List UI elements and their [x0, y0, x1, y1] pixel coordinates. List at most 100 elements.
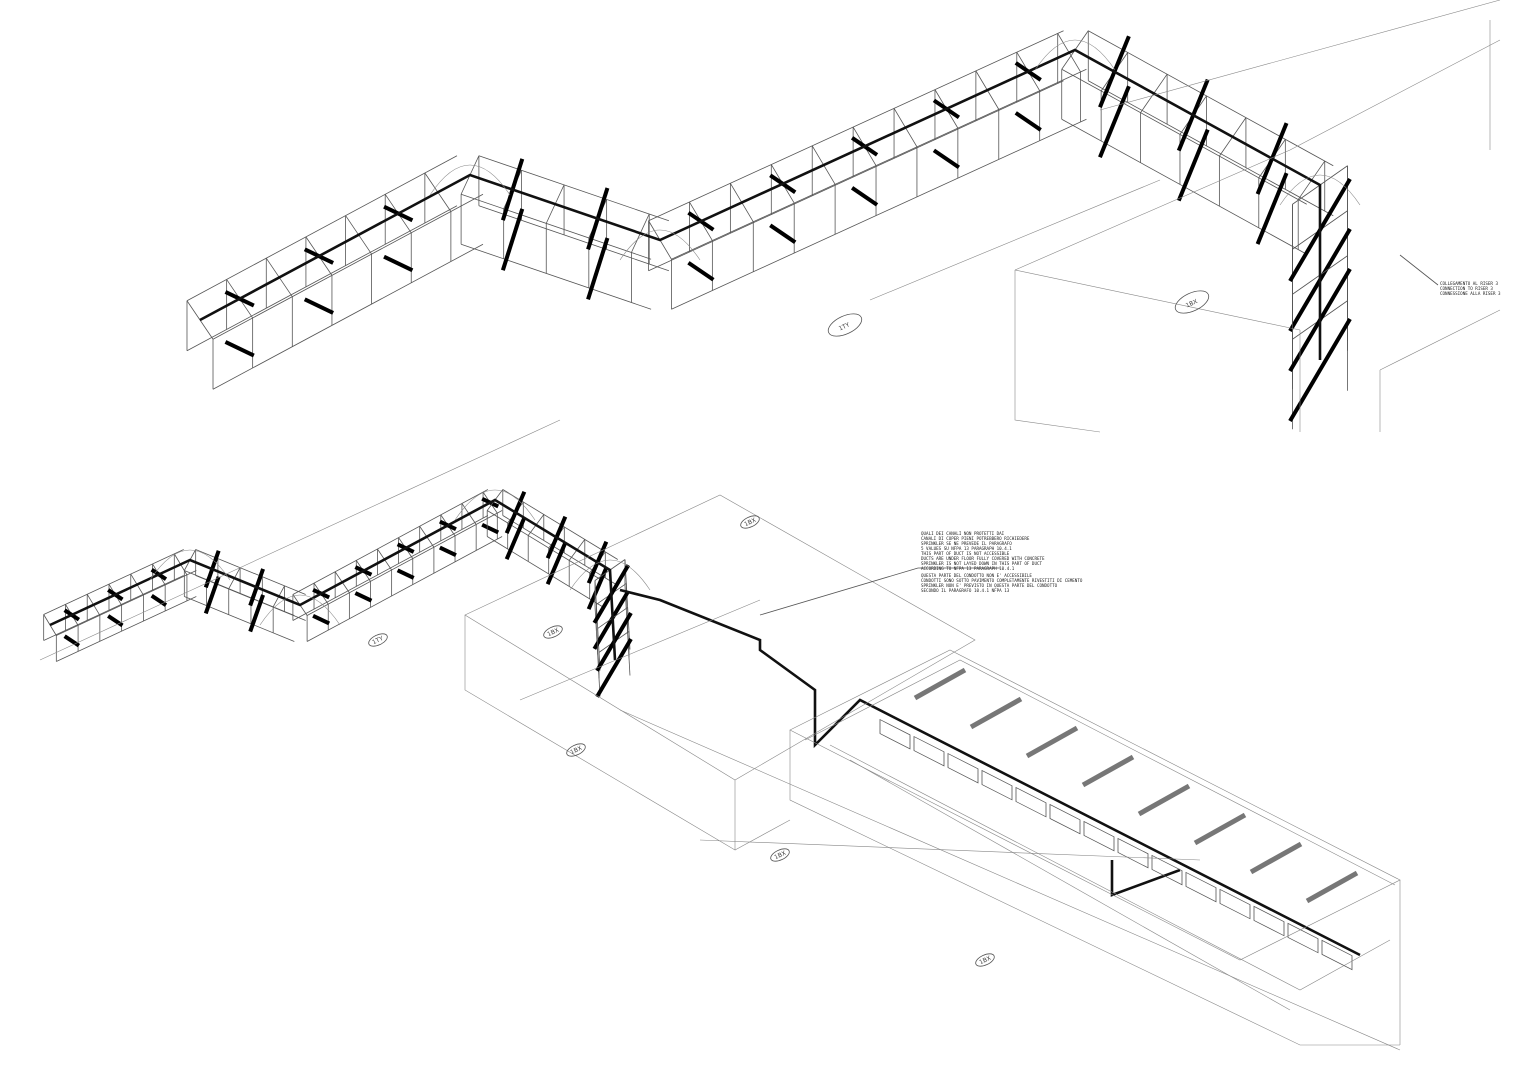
- support-bar: [248, 594, 265, 633]
- duct-edge: [186, 205, 458, 352]
- trench-frame: [1049, 803, 1081, 835]
- duct-edge: [184, 596, 295, 642]
- tag-label: 1BX: [546, 627, 560, 638]
- support-bar: [1098, 85, 1131, 158]
- trench-frame: [1117, 837, 1149, 869]
- duct-edge: [478, 205, 670, 272]
- support-bar: [438, 545, 457, 557]
- duct-edge: [648, 80, 1064, 272]
- lower-isometric-view: [43, 489, 1361, 971]
- upper-building-outline: [869, 0, 1501, 433]
- note-line: CONNECTION TO RISER 3: [1440, 286, 1493, 291]
- lower-building-outline: [39, 419, 1401, 1051]
- tag-label: 1BX: [978, 955, 992, 966]
- duct-edge: [460, 243, 652, 310]
- support-bar: [150, 594, 168, 607]
- note-line: CONNESSIONE ALLA RISER 3: [1440, 291, 1501, 296]
- trench-frame: [913, 735, 945, 767]
- note-line: SECONDO IL PARAGRAFO 10.4.1 NFPA 13: [921, 588, 1010, 593]
- support-bar: [354, 591, 373, 603]
- support-bar: [595, 638, 633, 698]
- duct-bend: [619, 229, 701, 261]
- note-line: CONDOTTI SONO SOTTO PAVIMENTO COMPLETAME…: [921, 578, 1083, 583]
- note-line: COLLEGAMENTO AL RISER 3: [1440, 281, 1498, 286]
- tag-label: 1BX: [569, 745, 583, 756]
- support-bar: [586, 237, 610, 301]
- duct-edge: [1088, 30, 1334, 167]
- duct-edge: [671, 118, 1087, 310]
- duct-edge: [212, 193, 484, 340]
- duct-bend: [569, 559, 651, 591]
- note-line: QUESTA PARTE DEL CONDOTTO NON E' ACCESSI…: [921, 573, 1032, 578]
- tag-label: 1BX: [773, 850, 787, 861]
- duct-edge: [460, 193, 652, 260]
- support-bar: [592, 590, 631, 650]
- duct-edge: [478, 155, 670, 222]
- duct-edge: [212, 243, 484, 390]
- support-bar: [303, 297, 334, 315]
- support-bar: [932, 148, 961, 170]
- trench-frame: [1253, 905, 1285, 937]
- support-bar: [312, 613, 331, 626]
- trench-frame: [1083, 820, 1115, 852]
- duct-edge: [292, 489, 489, 595]
- support-bar: [481, 522, 500, 535]
- support-bar: [107, 614, 124, 628]
- trench-frame: [1219, 888, 1251, 920]
- duct-bend: [454, 489, 536, 521]
- duct-edge: [56, 570, 197, 636]
- trench-crossbeam: [1025, 725, 1079, 759]
- trench-frame: [981, 769, 1013, 801]
- grid-tag: [975, 953, 995, 967]
- duct-edge: [1088, 80, 1334, 217]
- grid-tag: [566, 743, 586, 757]
- duct-edge: [186, 155, 458, 302]
- note-line: ACCORDING TO NFPA 13 PARAGRAPH 10.4.1: [921, 566, 1015, 571]
- duct-edge: [43, 549, 184, 615]
- note-line: CANALI DI COPER PIENI POTREBBERO RICHIED…: [921, 536, 1030, 541]
- trench-crossbeam: [1193, 812, 1247, 846]
- trench-frame: [879, 718, 911, 750]
- duct-edge: [648, 30, 1064, 222]
- trench-crossbeam: [1081, 754, 1135, 788]
- duct-edge: [306, 536, 503, 642]
- upper-grid-tag: 1TY 1BX: [827, 290, 1210, 337]
- note-line: QUALI DEI CANALI NON PROTETTI DAI: [921, 531, 1005, 536]
- grid-tag: [368, 633, 388, 647]
- note-line: 5 VALUES SU NFPA 13 PARAGRAPH 10.4.1: [921, 546, 1012, 551]
- tag-label: 1TY: [371, 635, 384, 646]
- duct-bend: [149, 549, 231, 581]
- support-bar: [396, 568, 415, 580]
- grid-tag: [543, 625, 563, 639]
- duct-edge: [486, 510, 603, 581]
- sprinkler-pipe: [199, 48, 1322, 360]
- tag-label: 1TY: [838, 321, 851, 332]
- sprinkler-pipe: [49, 498, 617, 661]
- trench-crossbeam: [1137, 783, 1191, 817]
- sprinkler-pipe: [1110, 860, 1181, 897]
- duct-edge: [306, 510, 503, 616]
- upper-isometric-view: [186, 30, 1361, 430]
- trench-crossbeam: [913, 667, 967, 701]
- duct-edge: [671, 68, 1087, 260]
- support-bar: [1255, 172, 1289, 245]
- trench-frame: [1321, 939, 1353, 971]
- duct-bend: [1034, 39, 1116, 71]
- duct-edge: [56, 596, 197, 662]
- sprinkler-pipe: [619, 588, 1361, 957]
- support-bar: [545, 541, 568, 585]
- note-line: SPRINKLER SE NE PREVEDE IL PARAGRAFO: [921, 541, 1012, 546]
- upper-riser-note: COLLEGAMENTO AL RISER 3 CONNECTION TO RI…: [1399, 254, 1501, 296]
- support-bar: [383, 254, 414, 273]
- support-bar: [63, 634, 81, 648]
- duct-edge: [486, 536, 603, 607]
- trench-frame: [1015, 786, 1047, 818]
- support-bar: [1014, 111, 1042, 132]
- note-line: SPRINKLER NON E' PREVISTO IN QUESTA PART…: [921, 583, 1058, 588]
- note-line: THIS PART OF DUCT IS NOT ACCESSIBLE: [921, 551, 1010, 556]
- support-bar: [769, 223, 797, 244]
- note-line: SPRINKLER IS NOT LAYED DOWN IN THIS PART…: [921, 561, 1042, 566]
- grid-tag: [770, 848, 790, 862]
- trench-crossbeam: [1249, 841, 1303, 875]
